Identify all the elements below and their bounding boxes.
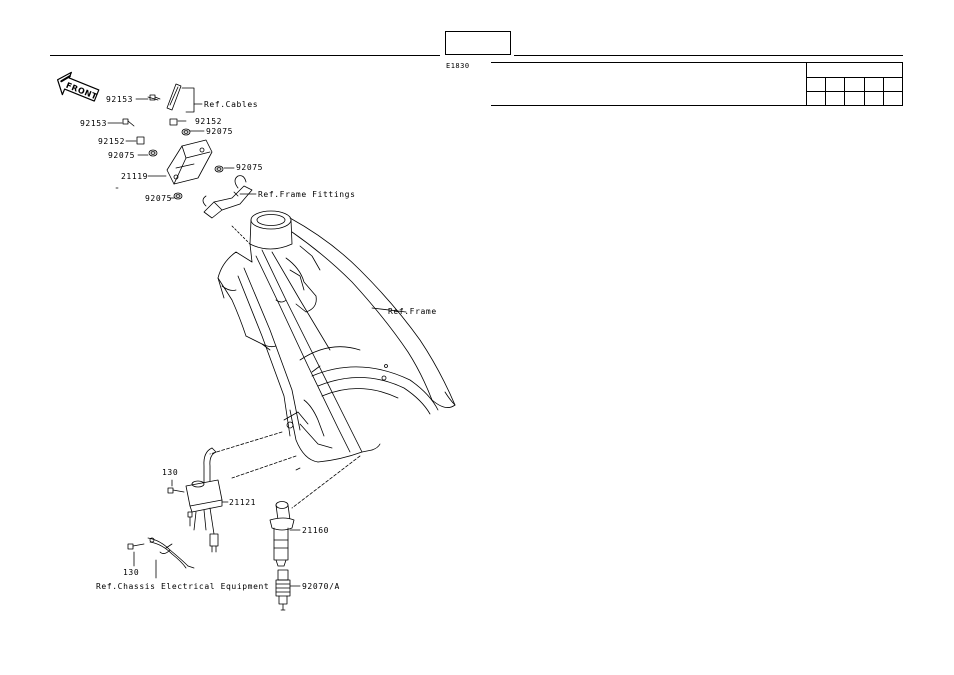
cable-strip bbox=[166, 83, 182, 111]
frame-fitting-bracket bbox=[202, 175, 253, 219]
table-col-4 bbox=[883, 77, 884, 105]
ignition-coil bbox=[185, 447, 223, 553]
table-col-2 bbox=[844, 77, 845, 105]
cdi-unit bbox=[166, 139, 213, 185]
collar-icon bbox=[169, 118, 178, 126]
callout-92152-top: 92152 bbox=[195, 117, 222, 126]
bolt-icon bbox=[122, 118, 135, 127]
callout-92152-left: 92152 bbox=[98, 137, 125, 146]
callout-92153-top: 92153 bbox=[106, 95, 133, 104]
collar-icon bbox=[136, 136, 145, 145]
table-divider bbox=[806, 62, 807, 105]
callout-92075-lower: 92075 bbox=[145, 194, 172, 203]
frame-outline bbox=[217, 210, 456, 471]
spark-plug bbox=[275, 569, 291, 611]
page-code: E1830 bbox=[446, 62, 470, 70]
callout-21160: 21160 bbox=[302, 526, 329, 535]
bolt-icon bbox=[147, 94, 161, 101]
bolt-icon bbox=[187, 511, 193, 527]
callout-92075-right: 92075 bbox=[236, 163, 263, 172]
table-top-rule bbox=[491, 62, 903, 63]
callout-130-bottom: 130 bbox=[123, 568, 139, 577]
header-rule-right bbox=[514, 55, 903, 56]
callout-92153-left: 92153 bbox=[80, 119, 107, 128]
ground-lead bbox=[147, 537, 195, 569]
callout-130-top: 130 bbox=[162, 468, 178, 477]
bolt-icon bbox=[167, 487, 185, 494]
callout-ref-frame: Ref.Frame bbox=[388, 307, 437, 316]
callout-ref-cables: Ref.Cables bbox=[204, 100, 258, 109]
front-arrow-icon bbox=[57, 71, 100, 102]
table-right-edge bbox=[902, 62, 903, 105]
callout-21121: 21121 bbox=[229, 498, 256, 507]
callout-92075-left: 92075 bbox=[108, 151, 135, 160]
grommet-icon bbox=[181, 128, 191, 136]
table-bottom-rule bbox=[491, 105, 903, 106]
callout-92075-top: 92075 bbox=[206, 127, 233, 136]
callout-21119: 21119 bbox=[121, 172, 148, 181]
callout-ref-frame-fittings: Ref.Frame Fittings bbox=[258, 190, 356, 199]
table-row-2 bbox=[806, 91, 902, 92]
callout-ref-chassis-electrical: Ref.Chassis Electrical Equipment bbox=[96, 582, 269, 591]
grommet-icon bbox=[214, 165, 224, 173]
callout-92070a: 92070/A bbox=[302, 582, 340, 591]
bolt-icon bbox=[127, 543, 145, 550]
plug-cap bbox=[269, 501, 295, 567]
table-col-1 bbox=[825, 77, 826, 105]
table-col-3 bbox=[864, 77, 865, 105]
table-row-1 bbox=[806, 77, 902, 78]
page-ref-box bbox=[445, 31, 511, 55]
grommet-icon bbox=[173, 192, 183, 200]
header-rule-left bbox=[50, 55, 440, 56]
grommet-icon bbox=[148, 149, 158, 157]
